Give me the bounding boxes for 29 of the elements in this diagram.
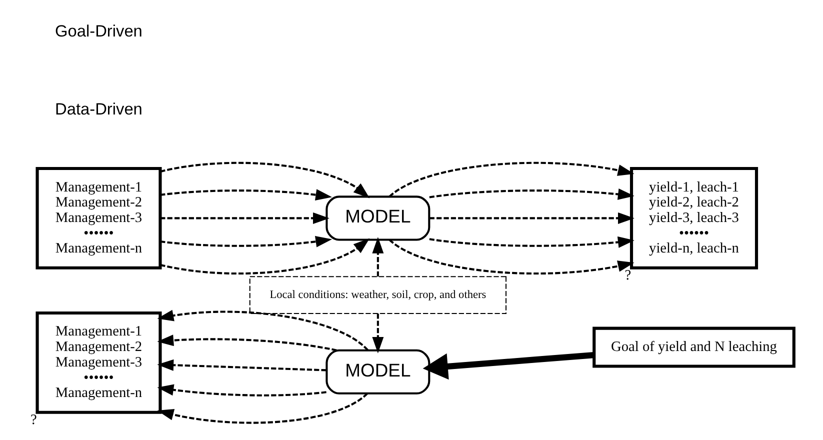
arrow — [156, 310, 368, 351]
arrow — [160, 236, 332, 248]
node-box: Management-1 Management-2 Management-3 •••••• Management-n — [35, 166, 162, 270]
arrow — [156, 359, 326, 372]
node-box: Goal of yield and N leaching — [592, 326, 795, 368]
arrow — [388, 162, 634, 198]
arrow — [428, 236, 634, 248]
arrow — [428, 188, 634, 200]
node-box: MODEL — [325, 349, 430, 394]
arrow — [422, 352, 594, 380]
arrow — [156, 384, 326, 396]
arrow — [160, 189, 332, 200]
label: Goal-Driven — [54, 22, 142, 41]
arrow — [372, 314, 384, 354]
arrow — [372, 236, 384, 276]
arrow — [160, 238, 370, 274]
node-label: ? — [30, 412, 36, 428]
node-box: Local conditions: weather, soil, crop, and others — [248, 276, 506, 314]
node-box: Management-1 Management-2 Management-3 •••••• Management-n — [35, 311, 162, 414]
node-box: yield-1, leach-1 yield-2, leach-2 yield-3, leach-3 •••••• yield-n, leach-n — [629, 166, 758, 270]
arrow — [428, 212, 634, 224]
arrow — [160, 212, 329, 224]
arrow — [388, 238, 634, 275]
arrow — [156, 334, 336, 352]
label: Data-Driven — [54, 100, 142, 119]
node-box: MODEL — [325, 196, 430, 241]
arrow — [160, 162, 370, 198]
node-label: ? — [624, 267, 631, 284]
arrow — [156, 392, 368, 424]
